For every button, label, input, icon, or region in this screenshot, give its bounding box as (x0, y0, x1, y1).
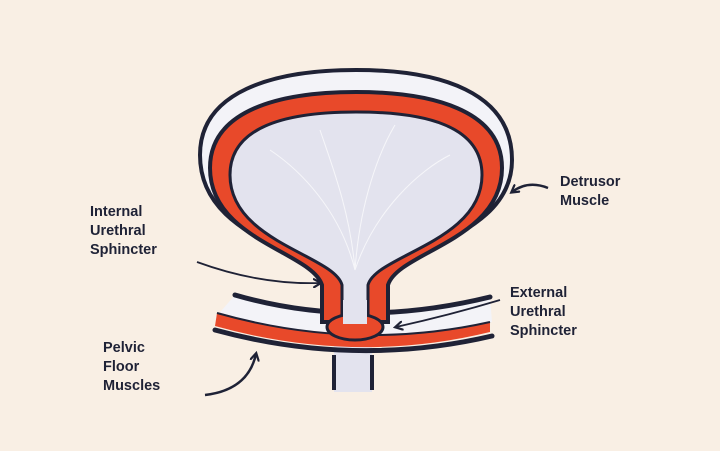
external-urethral-sphincter (325, 300, 385, 342)
bladder-lumen (228, 110, 484, 327)
label-internal-urethral-sphincter: Internal Urethral Sphincter (90, 204, 157, 258)
arrow-pelvic (204, 354, 256, 397)
label-pelvic-floor-muscles: Pelvic Floor Muscles (103, 340, 161, 394)
lumen-lines (269, 124, 451, 271)
arrow-external (396, 299, 501, 327)
arrow-internal (196, 261, 320, 283)
arrow-detrusor (512, 183, 549, 192)
label-detrusor-muscle: Detrusor Muscle (560, 174, 621, 209)
label-external-urethral-sphincter: External Urethral Sphincter (510, 285, 577, 339)
